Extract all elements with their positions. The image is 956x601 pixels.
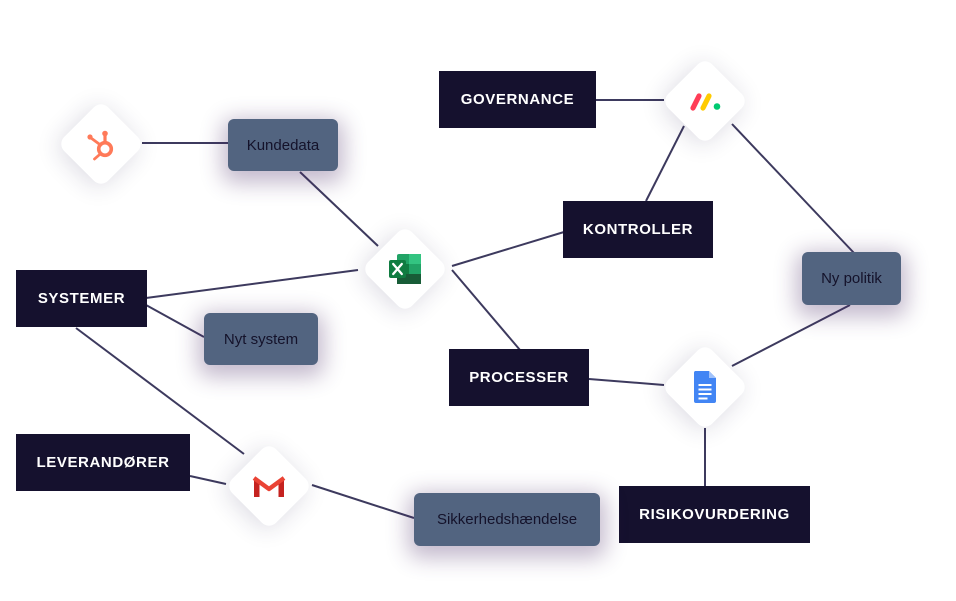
- sikkerhedshaendelse-label: Sikkerhedshændelse: [436, 511, 578, 528]
- hubspot-icon: [81, 124, 121, 164]
- monday-node[interactable]: [661, 57, 749, 145]
- edge-monday-kontroller: [645, 125, 685, 202]
- edge-processer-docs: [588, 378, 665, 386]
- gmail-icon: [249, 466, 289, 506]
- edge-gmail-sikkerhedshaendelse: [311, 484, 415, 519]
- ny-politik-box[interactable]: Ny politik: [802, 252, 901, 305]
- edge-systemer-gmail: [75, 327, 245, 455]
- monday-icon: [685, 81, 725, 121]
- edge-systemer-excel: [145, 269, 359, 299]
- edge-ny-politik-docs: [731, 304, 851, 367]
- systemer-box[interactable]: SYSTEMER: [16, 270, 147, 327]
- hubspot-node[interactable]: [57, 100, 145, 188]
- systemer-label: SYSTEMER: [37, 290, 126, 307]
- processer-box[interactable]: PROCESSER: [449, 349, 589, 406]
- ny-politik-label: Ny politik: [821, 270, 882, 287]
- edge-excel-processer: [451, 269, 521, 351]
- excel-icon: [385, 249, 425, 289]
- kundedata-label: Kundedata: [246, 136, 320, 154]
- google-docs-icon: [685, 367, 725, 407]
- governance-label: GOVERNANCE: [460, 91, 575, 108]
- excel-node[interactable]: [361, 225, 449, 313]
- sikkerhedshaendelse-box[interactable]: Sikkerhedshændelse: [414, 493, 600, 546]
- kontroller-label: KONTROLLER: [582, 221, 694, 238]
- kontroller-box[interactable]: KONTROLLER: [563, 201, 713, 258]
- gmail-node[interactable]: [225, 442, 313, 530]
- leverandorer-box[interactable]: LEVERANDØRER: [16, 434, 190, 491]
- leverandorer-label: LEVERANDØRER: [36, 454, 170, 471]
- edge-leverandorer-gmail: [189, 475, 227, 485]
- processer-label: PROCESSER: [469, 369, 569, 386]
- edge-excel-kontroller: [451, 231, 565, 267]
- risikovurdering-box[interactable]: RISIKOVURDERING: [619, 486, 810, 543]
- google-docs-node[interactable]: [661, 343, 749, 431]
- edge-systemer-nyt-system: [145, 304, 205, 338]
- risikovurdering-label: RISIKOVURDERING: [639, 506, 790, 523]
- nyt-system-box[interactable]: Nyt system: [204, 313, 318, 365]
- governance-box[interactable]: GOVERNANCE: [439, 71, 596, 128]
- nyt-system-label: Nyt system: [223, 330, 299, 348]
- kundedata-box[interactable]: Kundedata: [228, 119, 338, 171]
- edge-kundedata-excel: [299, 171, 379, 247]
- edge-monday-ny-politik: [731, 123, 855, 254]
